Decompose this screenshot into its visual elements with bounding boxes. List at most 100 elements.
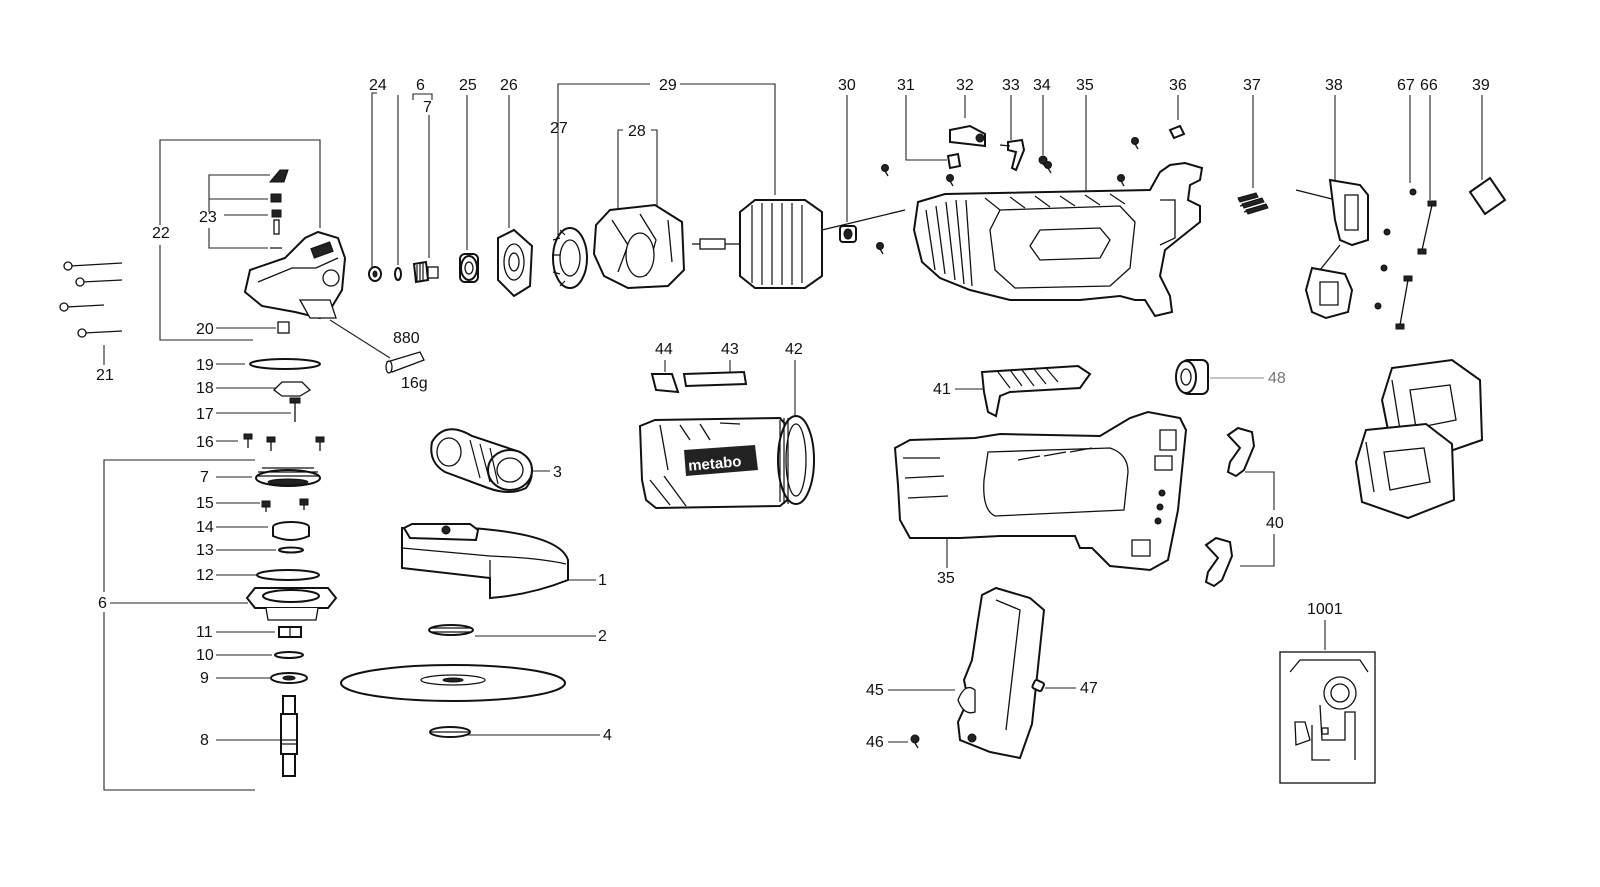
grinding-disc-5 — [340, 664, 566, 702]
metabo-logo: metabo — [684, 445, 758, 476]
label-40: 40 — [1266, 515, 1284, 532]
bearing-flange-18 — [273, 381, 312, 397]
label-1: 1 — [598, 572, 607, 589]
nut-24 — [368, 266, 382, 282]
motor-housing-shell-35 — [893, 410, 1188, 572]
battery-packs — [1354, 358, 1484, 520]
label-33: 33 — [1002, 77, 1020, 94]
left-leaders — [103, 139, 391, 791]
label-67: 67 — [1397, 77, 1415, 94]
label-43-part — [682, 370, 748, 388]
label-47: 47 — [1080, 680, 1098, 697]
metabo-logo-text: metabo — [688, 453, 743, 475]
label-35-bottom: 35 — [937, 570, 955, 587]
center-labels: 44 43 42 — [655, 341, 803, 420]
motor-housing-half-35 — [912, 161, 1204, 318]
label-16g: 16g — [401, 375, 428, 392]
label-18: 18 — [196, 380, 214, 397]
bearing-30 — [839, 225, 857, 243]
label-21: 21 — [96, 367, 114, 384]
label-31: 31 — [897, 77, 915, 94]
pins-66 — [1395, 200, 1437, 330]
label-29: 29 — [659, 77, 677, 94]
brackets-40 — [1204, 426, 1256, 588]
bushing-20 — [277, 321, 290, 334]
label-15: 15 — [196, 495, 214, 512]
screws-67 — [1374, 188, 1417, 310]
side-handle-3 — [430, 428, 533, 493]
label-48: 48 — [1268, 370, 1286, 387]
snap-ring-13 — [278, 546, 304, 554]
brush-33 — [999, 138, 1026, 172]
label-6-top: 6 — [416, 77, 425, 94]
label-25: 25 — [459, 77, 477, 94]
end-cap-45 — [956, 586, 1046, 760]
label-38: 38 — [1325, 77, 1343, 94]
label-66: 66 — [1420, 77, 1438, 94]
label-8: 8 — [200, 732, 209, 749]
label-46: 46 — [866, 734, 884, 751]
clip-31 — [946, 152, 962, 170]
gear-head-housing-22 — [243, 230, 347, 320]
screw-47 — [1031, 679, 1045, 693]
left-column-labels: 22 23 20 21 880 16g 19 18 17 16 7 15 14 … — [96, 209, 428, 749]
bearing-25 — [459, 253, 479, 283]
plate-26 — [497, 228, 534, 298]
label-14: 14 — [196, 519, 214, 536]
label-23: 23 — [199, 209, 217, 226]
contacts-37 — [1237, 192, 1269, 215]
label-39: 39 — [1472, 77, 1490, 94]
baffle-28 — [592, 203, 686, 290]
label-27: 27 — [550, 120, 568, 137]
gasket-19 — [249, 358, 321, 370]
label-36: 36 — [1169, 77, 1187, 94]
bearing-14 — [272, 521, 310, 541]
screw-46 — [910, 734, 920, 749]
label-9: 9 — [200, 670, 209, 687]
screw-17 — [289, 397, 301, 422]
grease-tube-880 — [385, 351, 425, 374]
bearing-48 — [1175, 359, 1209, 395]
label-24: 24 — [369, 77, 387, 94]
electronics-38 — [1295, 178, 1369, 320]
brush-holder-32 — [949, 124, 986, 148]
center-left-labels: 3 1 2 4 — [465, 464, 612, 744]
label-3: 3 — [553, 464, 562, 481]
label-2: 2 — [598, 628, 607, 645]
pinion-7 — [412, 260, 439, 284]
o-ring-12 — [256, 569, 320, 581]
screw-34 — [1038, 155, 1048, 169]
label-44: 44 — [655, 341, 673, 358]
label-7-top: 7 — [423, 99, 432, 116]
flange-nut-2 — [428, 624, 474, 636]
washer-10 — [274, 651, 304, 659]
washer-6-top — [394, 267, 402, 281]
screws-16 — [243, 433, 325, 451]
label-34: 34 — [1033, 77, 1051, 94]
label-45: 45 — [866, 682, 884, 699]
label-32: 32 — [956, 77, 974, 94]
screws-21 — [59, 261, 123, 338]
screws-15 — [261, 498, 309, 512]
label-1001: 1001 — [1307, 601, 1343, 618]
label-10: 10 — [196, 647, 214, 664]
label-part-36 — [1168, 124, 1186, 140]
top-row-leaders — [371, 83, 1483, 270]
label-37: 37 — [1243, 77, 1261, 94]
motor-cover-42: metabo — [638, 415, 815, 510]
top-row-labels: 24 6 7 25 26 29 27 28 30 31 32 33 34 35 … — [369, 77, 1490, 140]
label-30: 30 — [838, 77, 856, 94]
spindle-lock-23 — [268, 169, 289, 249]
label-17: 17 — [196, 406, 214, 423]
label-22: 22 — [152, 225, 170, 242]
spindle-8 — [280, 695, 298, 777]
wiring-diagram-1001 — [1279, 651, 1376, 784]
fan-27 — [552, 227, 588, 289]
label-41: 41 — [933, 381, 951, 398]
label-880: 880 — [393, 330, 420, 347]
label-28: 28 — [628, 123, 646, 140]
label-plate-39 — [1468, 176, 1507, 216]
bevel-gear-7 — [255, 467, 321, 487]
label-12: 12 — [196, 567, 214, 584]
clamping-flange-9 — [270, 672, 308, 684]
